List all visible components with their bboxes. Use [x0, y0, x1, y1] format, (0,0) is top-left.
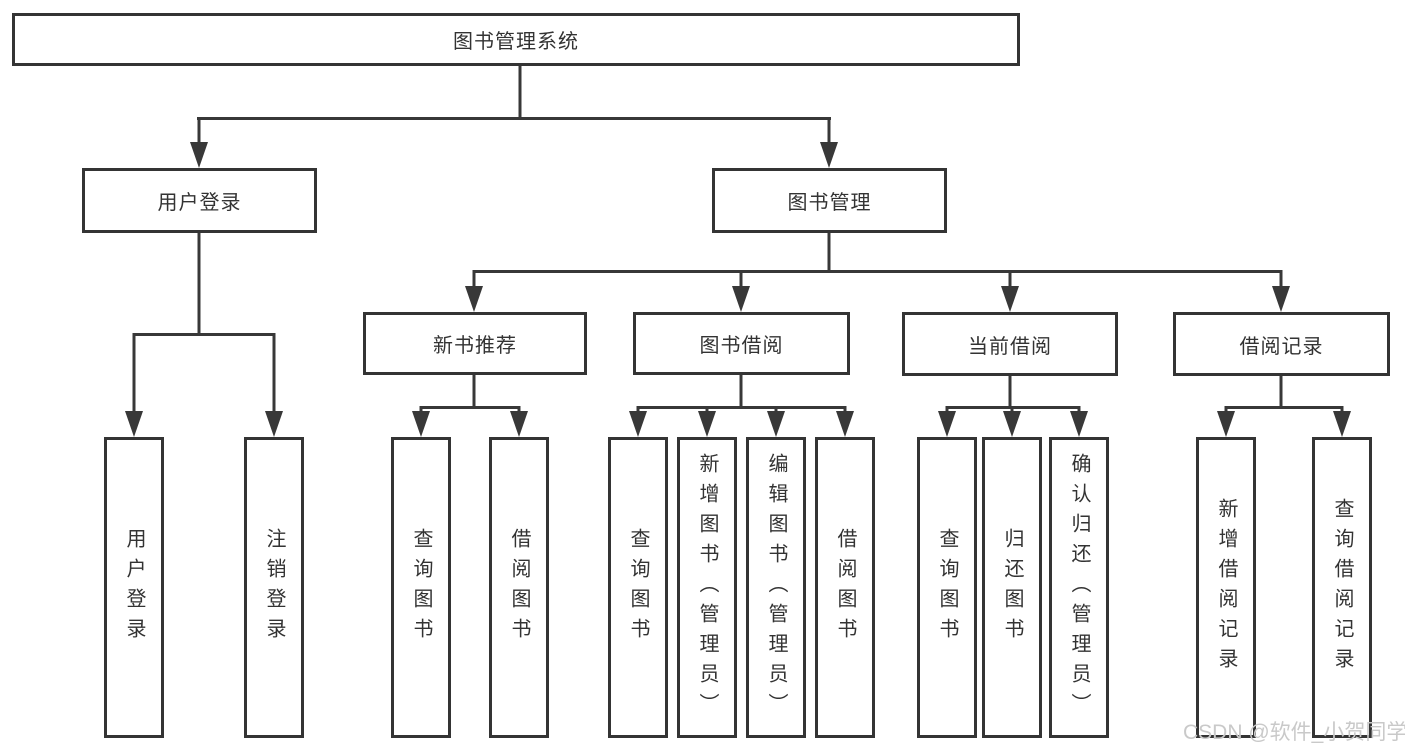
node-new-book-recommend: 新书推荐 [363, 312, 587, 375]
leaf-logout-label: 注销登录 [263, 527, 285, 648]
node-new-book-recommend-label: 新书推荐 [433, 335, 517, 357]
leaf-edit-book-admin: 编辑图书（管理员） [746, 437, 806, 738]
leaf-query-book-1: 查询图书 [391, 437, 451, 738]
leaf-add-borrow-record: 新增借阅记录 [1196, 437, 1256, 738]
leaf-add-book-admin-label: 新增图书（管理员） [696, 452, 718, 723]
leaf-confirm-return-admin: 确认归还（管理员） [1049, 437, 1109, 738]
leaf-borrow-book-2: 借阅图书 [815, 437, 875, 738]
node-root-label: 图书管理系统 [453, 31, 579, 53]
leaf-query-book-2-label: 查询图书 [627, 527, 649, 648]
leaf-logout: 注销登录 [244, 437, 304, 738]
leaf-add-borrow-record-label: 新增借阅记录 [1215, 497, 1237, 678]
node-book-management-label: 图书管理 [787, 192, 872, 214]
leaf-query-book-3: 查询图书 [917, 437, 977, 738]
leaf-query-book-2: 查询图书 [608, 437, 668, 738]
node-book-borrow: 图书借阅 [633, 312, 850, 375]
leaf-query-borrow-record-label: 查询借阅记录 [1331, 497, 1353, 678]
node-book-borrow-label: 图书借阅 [699, 335, 784, 357]
leaf-query-book-3-label: 查询图书 [936, 527, 958, 648]
node-user-login: 用户登录 [82, 168, 317, 233]
node-current-borrow-label: 当前借阅 [968, 335, 1052, 358]
leaf-edit-book-admin-label: 编辑图书（管理员） [765, 452, 787, 723]
leaf-query-book-1-label: 查询图书 [410, 527, 432, 648]
leaf-borrow-book-1: 借阅图书 [489, 437, 549, 738]
leaf-add-book-admin: 新增图书（管理员） [677, 437, 737, 738]
leaf-return-book: 归还图书 [982, 437, 1042, 738]
leaf-user-login: 用户登录 [104, 437, 164, 738]
node-current-borrow: 当前借阅 [902, 312, 1118, 376]
node-root: 图书管理系统 [12, 13, 1020, 66]
node-borrow-records-label: 借阅记录 [1239, 335, 1324, 358]
node-borrow-records: 借阅记录 [1173, 312, 1390, 376]
leaf-confirm-return-admin-label: 确认归还（管理员） [1068, 452, 1090, 723]
leaf-borrow-book-1-label: 借阅图书 [508, 527, 530, 648]
node-user-login-label: 用户登录 [157, 192, 242, 214]
leaf-user-login-label: 用户登录 [123, 527, 145, 648]
node-book-management: 图书管理 [712, 168, 947, 233]
leaf-return-book-label: 归还图书 [1001, 527, 1023, 648]
leaf-borrow-book-2-label: 借阅图书 [834, 527, 856, 648]
watermark: CSDN @软件_小贺同学 [1183, 721, 1405, 744]
leaf-query-borrow-record: 查询借阅记录 [1312, 437, 1372, 738]
